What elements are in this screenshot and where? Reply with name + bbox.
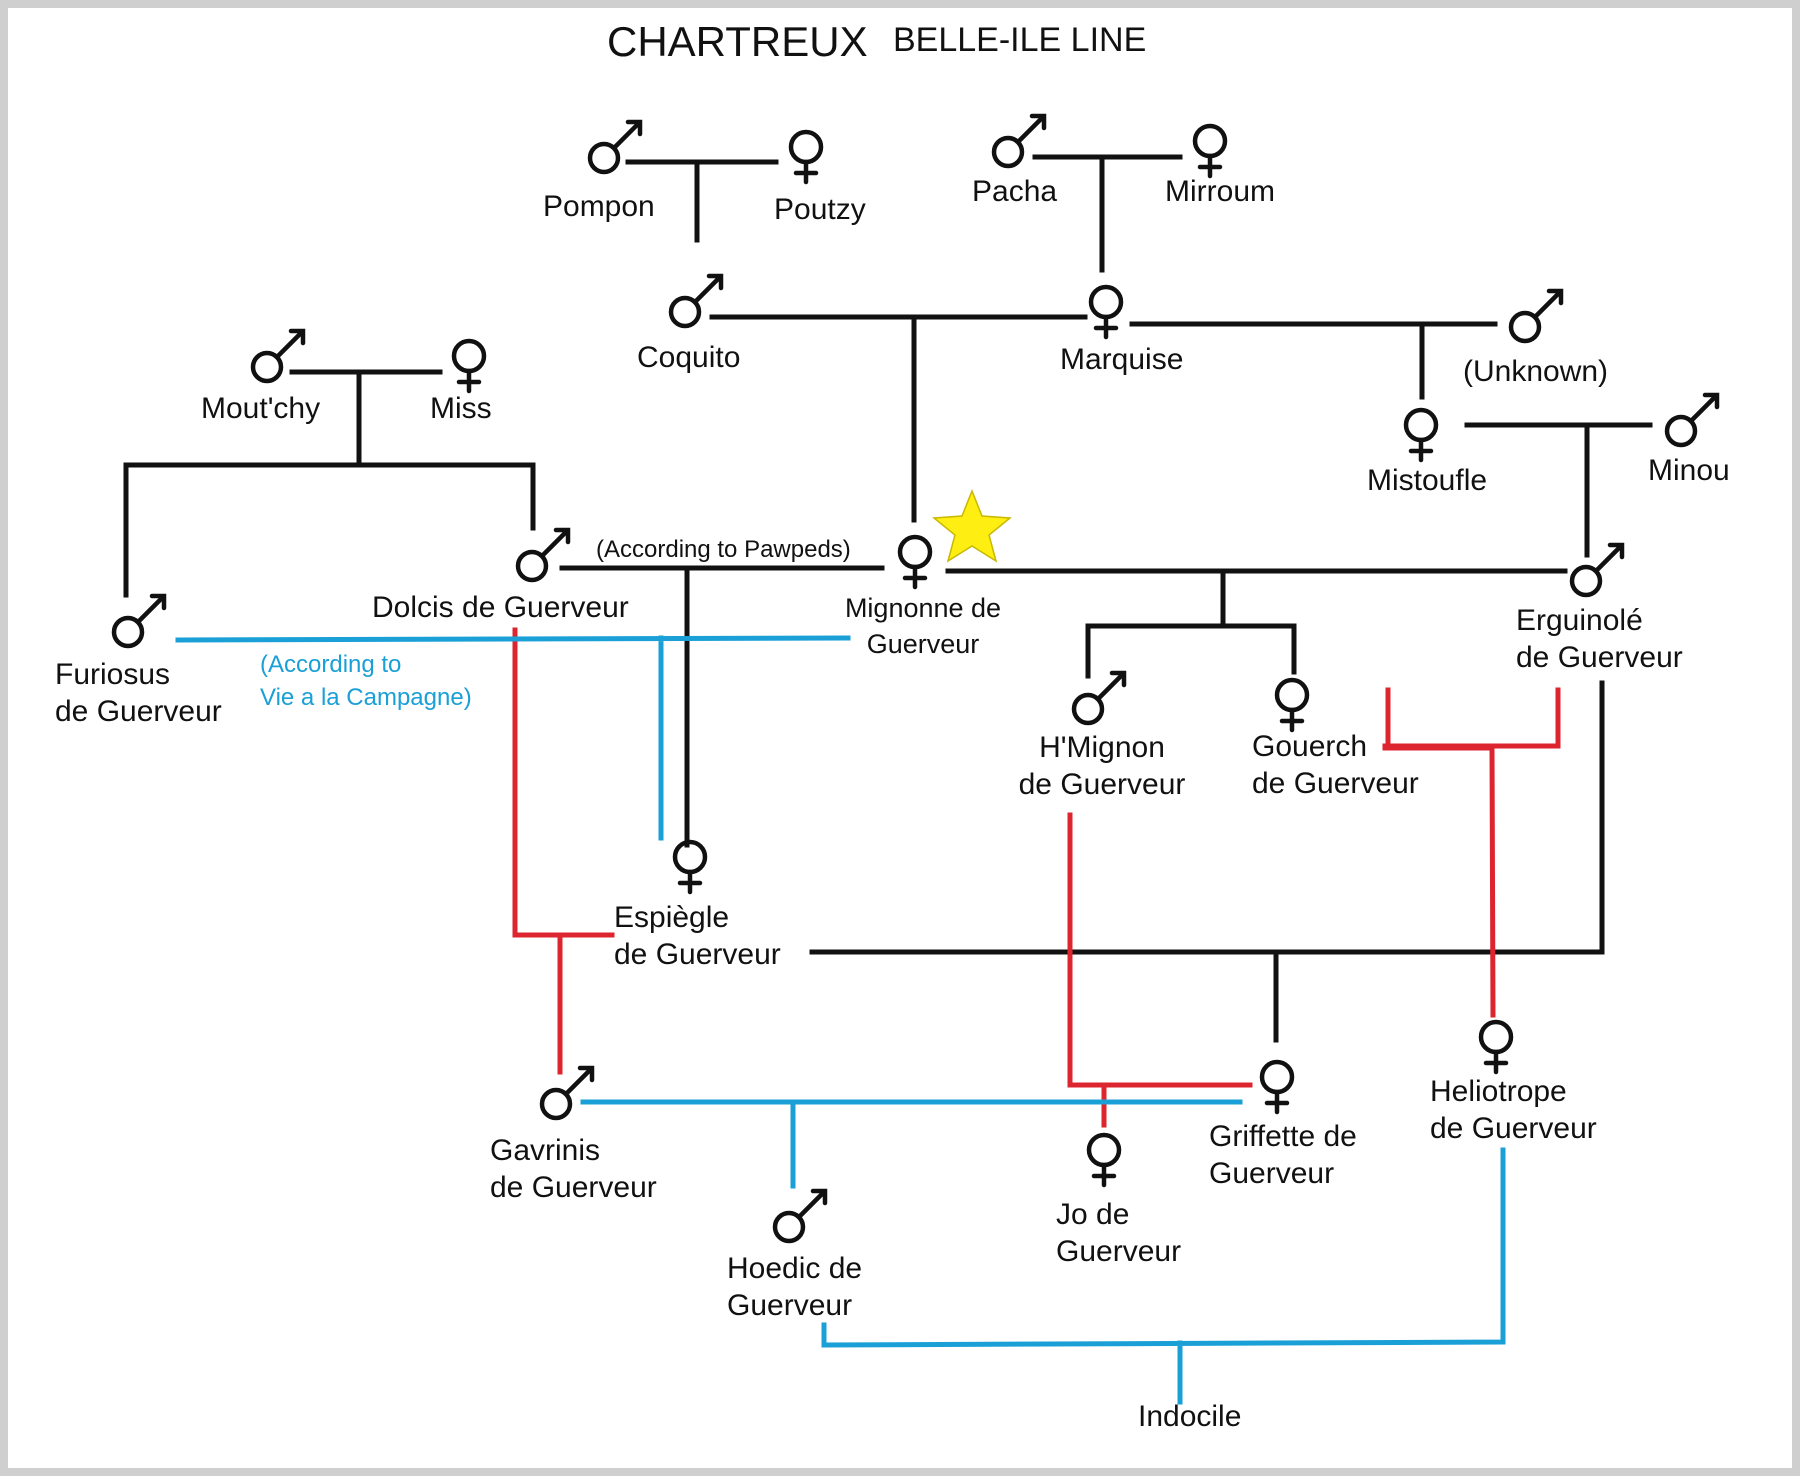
star-icon: [932, 488, 1012, 563]
cat-name-moutchy: Mout'chy: [201, 392, 321, 425]
cat-name-heliotrope: Heliotrope de Guerveur: [1430, 1075, 1597, 1145]
cat-name-coquito: Coquito: [637, 341, 741, 374]
marquise-unknown-line: [1129, 321, 1498, 400]
female-symbol-icon: [788, 129, 824, 185]
coquito-marquise-line: [709, 314, 1088, 523]
mignonne-erguinole-line: [945, 568, 1568, 679]
cat-name-mignonne: Mignonne de Guerveur: [844, 593, 1002, 659]
cat-name-griffette: Griffette de Guerveur: [1209, 1120, 1357, 1190]
moutchy-miss-line: [123, 369, 536, 598]
female-symbol-icon: [1403, 407, 1439, 463]
male-symbol-icon: [515, 527, 571, 583]
cat-name-dolcis: Dolcis de Guerveur: [372, 591, 629, 624]
female-symbol-icon: [1086, 1132, 1122, 1188]
female-symbol-icon: [672, 839, 708, 895]
note-vie-campagne: (According to Vie a la Campagne): [260, 651, 472, 712]
cat-name-gouerch: Gouerch de Guerveur: [1252, 730, 1419, 800]
espiegle-erguinole-line: [809, 949, 1605, 1043]
hmignon-griffette-red-line: [1067, 812, 1253, 1128]
diagram-title: CHARTREUX: [607, 18, 868, 65]
pompon-poutzy-line: [625, 159, 779, 243]
female-symbol-icon: [1088, 284, 1124, 340]
cat-name-hmignon: H'Mignon de Guerveur: [1018, 731, 1186, 801]
cat-name-hoedic: Hoedic de Guerveur: [727, 1252, 863, 1322]
male-symbol-icon: [587, 119, 643, 175]
cat-name-indocile: Indocile: [1138, 1400, 1242, 1433]
male-symbol-icon: [991, 113, 1047, 169]
mistoufle-minou-line: [1464, 422, 1653, 558]
male-symbol-icon: [539, 1065, 595, 1121]
female-symbol-icon: [451, 338, 487, 394]
male-symbol-icon: [1664, 392, 1720, 448]
cat-name-espiegle: Espiègle de Guerveur: [614, 901, 781, 971]
male-symbol-icon: [1508, 288, 1564, 344]
female-symbol-icon: [897, 534, 933, 590]
dolcis-espiegle-red-line: [512, 627, 615, 1075]
male-symbol-icon: [1569, 542, 1625, 598]
red-connectors: [512, 627, 1561, 1128]
cat-name-pacha: Pacha: [972, 175, 1058, 208]
cat-name-unknown: (Unknown): [1463, 355, 1609, 388]
cat-name-jo: Jo de Guerveur: [1056, 1198, 1182, 1268]
furiosus-mignonne-blue-line: [175, 635, 851, 841]
gouerch-erguinole-red-line: [1382, 687, 1561, 1018]
diagram-subtitle: BELLE-ILE LINE: [893, 21, 1147, 59]
cat-name-minou: Minou: [1648, 454, 1730, 487]
cat-name-marquise: Marquise: [1060, 343, 1184, 376]
blue-connectors: [175, 635, 1506, 1405]
male-symbol-icon: [772, 1188, 828, 1244]
cat-name-pompon: Pompon: [543, 190, 655, 223]
female-symbol-icon: [1478, 1019, 1514, 1075]
male-symbol-icon: [250, 328, 306, 384]
hoedic-heliotrope-blue-line: [821, 1147, 1506, 1405]
male-symbol-icon: [1071, 670, 1127, 726]
cat-name-gavrinis: Gavrinis de Guerveur: [490, 1134, 657, 1204]
cat-name-mirroum: Mirroum: [1165, 175, 1275, 208]
pacha-mirroum-line: [1032, 154, 1183, 273]
note-pawpeds: (According to Pawpeds): [596, 536, 851, 563]
cat-name-miss: Miss: [430, 392, 492, 425]
female-symbol-icon: [1192, 123, 1228, 179]
female-symbol-icon: [1274, 677, 1310, 733]
male-symbol-icon: [111, 593, 167, 649]
female-symbol-icon: [1259, 1059, 1295, 1115]
cat-name-erguinole: Erguinolé de Guerveur: [1516, 604, 1683, 674]
gavrinis-griffette-blue-line: [580, 1099, 1243, 1189]
cat-name-poutzy: Poutzy: [774, 193, 866, 226]
cat-name-mistoufle: Mistoufle: [1367, 464, 1488, 497]
black-connectors: [123, 154, 1653, 1043]
male-symbol-icon: [668, 273, 724, 329]
cat-name-furiosus: Furiosus de Guerveur: [55, 658, 222, 728]
dolcis-mignonne-line: [559, 565, 885, 848]
